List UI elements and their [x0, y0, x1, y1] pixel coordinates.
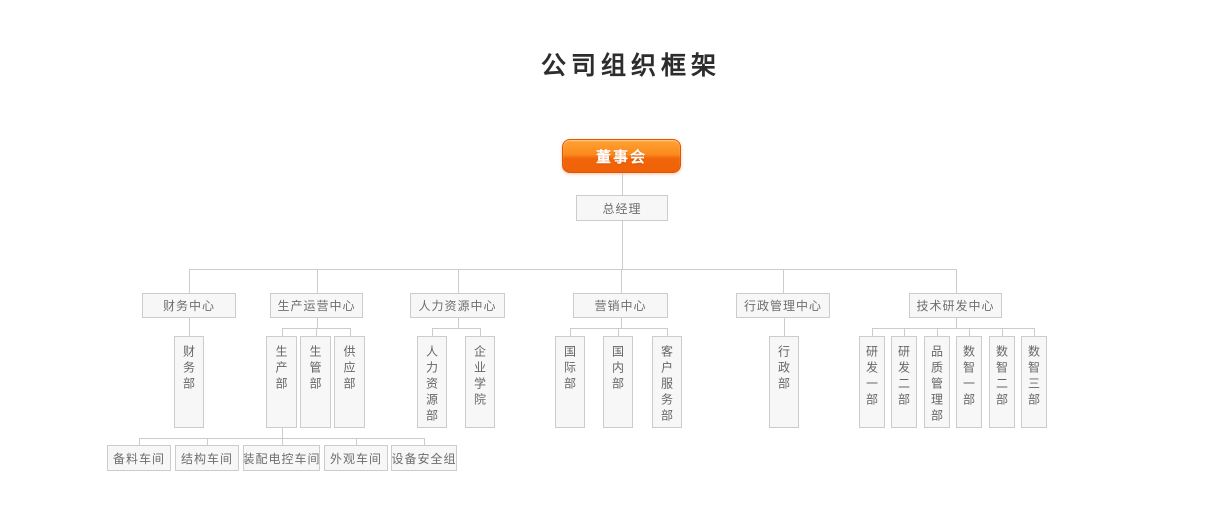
org-node-production-center: 生产运营中心	[270, 293, 363, 318]
connector-line	[458, 318, 459, 328]
connector-line	[969, 328, 970, 336]
org-node-finance-dept: 财务部	[174, 336, 204, 428]
org-node-tech-center: 技术研发中心	[909, 293, 1002, 318]
org-node-domestic-dept: 国内部	[603, 336, 633, 428]
connector-line	[667, 328, 668, 336]
org-node-hr-center: 人力资源中心	[410, 293, 505, 318]
org-node-equip-safety-group: 设备安全组	[391, 445, 457, 471]
org-node-marketing-center: 营销中心	[573, 293, 668, 318]
connector-line	[622, 221, 623, 269]
org-node-rd-dept-2: 研发二部	[891, 336, 917, 428]
connector-line	[1002, 328, 1003, 336]
connector-line	[317, 318, 318, 328]
connector-line	[317, 269, 318, 293]
connector-line	[282, 438, 283, 445]
connector-line	[356, 438, 357, 445]
connector-line	[189, 269, 190, 293]
org-node-admin-center: 行政管理中心	[736, 293, 830, 318]
connector-line	[189, 269, 956, 270]
org-node-gm: 总经理	[576, 195, 668, 221]
org-node-admin-dept: 行政部	[769, 336, 799, 428]
connector-line	[316, 328, 317, 336]
org-node-digital-dept-2: 数智二部	[989, 336, 1015, 428]
connector-line	[139, 438, 140, 445]
org-node-hr-dept: 人力资源部	[417, 336, 447, 428]
org-node-prod-mgmt-dept: 生管部	[300, 336, 331, 428]
connector-line	[432, 328, 480, 329]
connector-line	[480, 328, 481, 336]
connector-line	[282, 428, 283, 438]
connector-line	[937, 328, 938, 336]
connector-line	[1034, 328, 1035, 336]
org-node-appearance-workshop: 外观车间	[324, 445, 388, 471]
org-node-material-workshop: 备料车间	[107, 445, 171, 471]
connector-line	[458, 269, 459, 293]
connector-line	[432, 328, 433, 336]
connector-line	[207, 438, 208, 445]
org-node-finance-center: 财务中心	[142, 293, 236, 318]
page-title: 公司组织框架	[540, 51, 721, 80]
connector-line	[621, 269, 622, 293]
org-node-assembly-workshop: 装配电控车间	[243, 445, 320, 471]
connector-line	[956, 269, 957, 293]
org-node-digital-dept-3: 数智三部	[1021, 336, 1047, 428]
connector-line	[424, 438, 425, 445]
connector-line	[872, 328, 1034, 329]
connector-line	[621, 318, 622, 328]
connector-line	[189, 318, 190, 336]
connector-line	[618, 328, 619, 336]
org-node-supply-dept: 供应部	[334, 336, 365, 428]
org-node-corp-academy: 企业学院	[465, 336, 495, 428]
org-node-digital-dept-1: 数智一部	[956, 336, 982, 428]
connector-line	[282, 328, 283, 336]
connector-line	[570, 328, 571, 336]
org-node-quality-dept: 品质管理部	[924, 336, 950, 428]
org-node-cust-service-dept: 客户服务部	[652, 336, 682, 428]
connector-line	[904, 328, 905, 336]
org-node-intl-dept: 国际部	[555, 336, 585, 428]
connector-line	[872, 328, 873, 336]
connector-line	[783, 269, 784, 293]
connector-line	[622, 173, 623, 195]
connector-line	[139, 438, 424, 439]
org-node-structure-workshop: 结构车间	[175, 445, 239, 471]
org-node-rd-dept-1: 研发一部	[859, 336, 885, 428]
connector-line	[350, 328, 351, 336]
connector-line	[784, 318, 785, 336]
org-node-board: 董事会	[562, 139, 681, 173]
connector-line	[956, 318, 957, 328]
org-node-production-dept: 生产部	[266, 336, 297, 428]
